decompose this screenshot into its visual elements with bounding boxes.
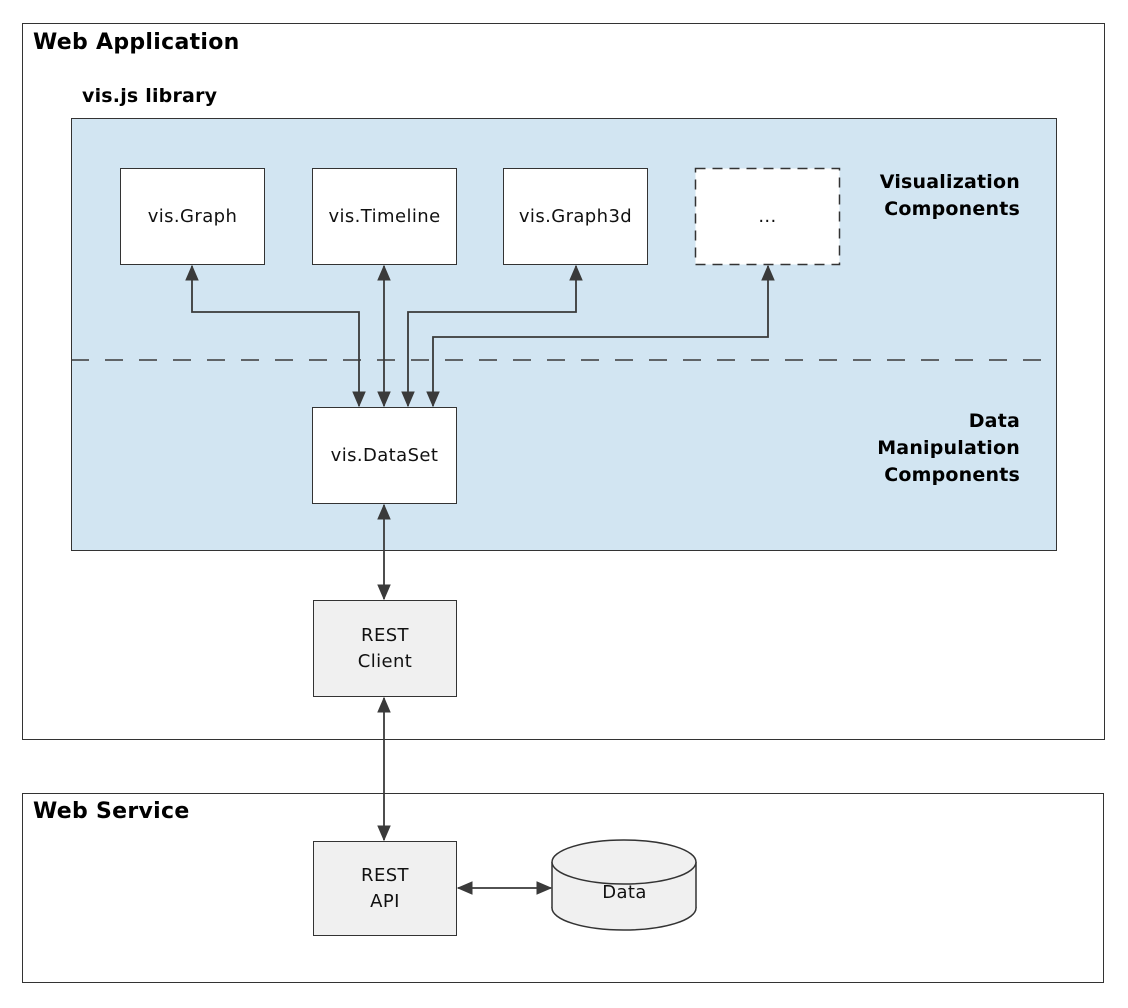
visjs-library-label: vis.js library	[82, 85, 218, 107]
box-vis-graph3d: vis.Graph3d	[503, 168, 648, 265]
data-manipulation-components-label: Data Manipulation Components	[877, 410, 1020, 486]
web-service-title: Web Service	[33, 799, 190, 824]
box-vis-dataset: vis.DataSet	[312, 407, 457, 504]
box-vis-graph: vis.Graph	[120, 168, 265, 265]
box-more-components: ...	[758, 205, 777, 227]
box-vis-timeline: vis.Timeline	[312, 168, 457, 265]
visualization-components-label: Visualization Components	[879, 171, 1020, 220]
data-store-label: Data	[602, 882, 647, 903]
box-rest-api: REST API	[313, 841, 457, 936]
box-rest-client: REST Client	[313, 600, 457, 697]
web-application-title: Web Application	[33, 30, 240, 55]
